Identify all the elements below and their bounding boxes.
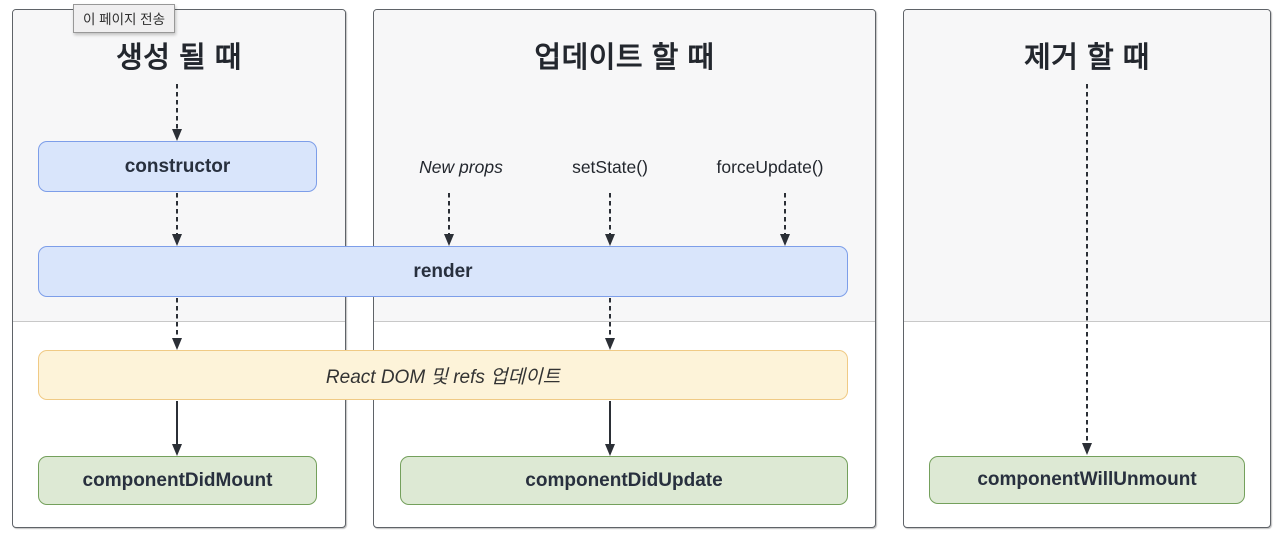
arrow-set-state-to-render <box>609 193 611 234</box>
arrow-render-to-dom-col2 <box>609 298 611 338</box>
arrowhead-set-state-to-render <box>604 234 615 246</box>
arrow-render-to-dom-col1 <box>176 298 178 338</box>
trigger-set-state: setState() <box>572 157 648 177</box>
arrow-force-update-to-render <box>784 193 786 234</box>
arrow-dom-to-did-update <box>609 401 611 444</box>
arrowhead-render-to-dom-col1 <box>171 338 182 350</box>
arrowhead-title-to-constructor <box>171 129 182 141</box>
arrowhead-dom-to-did-update <box>604 444 615 456</box>
arrowhead-render-to-dom-col2 <box>604 338 615 350</box>
arrowhead-dom-to-did-mount <box>171 444 182 456</box>
arrowhead-force-update-to-render <box>779 234 790 246</box>
arrow-new-props-to-render <box>448 193 450 234</box>
node-render: render <box>38 246 848 297</box>
panel-unmounting-title: 제거 할 때 <box>1024 42 1150 74</box>
arrowhead-title-to-will-unmount <box>1081 443 1092 455</box>
browser-tooltip: 이 페이지 전송 <box>73 4 176 33</box>
panel-updating-title: 업데이트 할 때 <box>534 42 715 74</box>
arrow-constructor-to-render <box>176 193 178 234</box>
arrowhead-constructor-to-render <box>171 234 182 246</box>
trigger-force-update: forceUpdate() <box>716 157 824 177</box>
node-react-dom-update: React DOM 및 refs 업데이트 <box>38 350 848 400</box>
arrow-title-to-constructor <box>176 84 178 129</box>
node-component-did-update: componentDidUpdate <box>400 456 848 505</box>
arrow-dom-to-did-mount <box>176 401 178 444</box>
arrowhead-new-props-to-render <box>443 234 454 246</box>
arrow-title-to-will-unmount <box>1086 84 1088 443</box>
node-constructor: constructor <box>38 141 317 192</box>
node-component-will-unmount: componentWillUnmount <box>929 456 1245 504</box>
panel-mounting-title: 생성 될 때 <box>116 42 242 74</box>
node-component-did-mount: componentDidMount <box>38 456 317 505</box>
trigger-new-props: New props <box>419 157 503 177</box>
